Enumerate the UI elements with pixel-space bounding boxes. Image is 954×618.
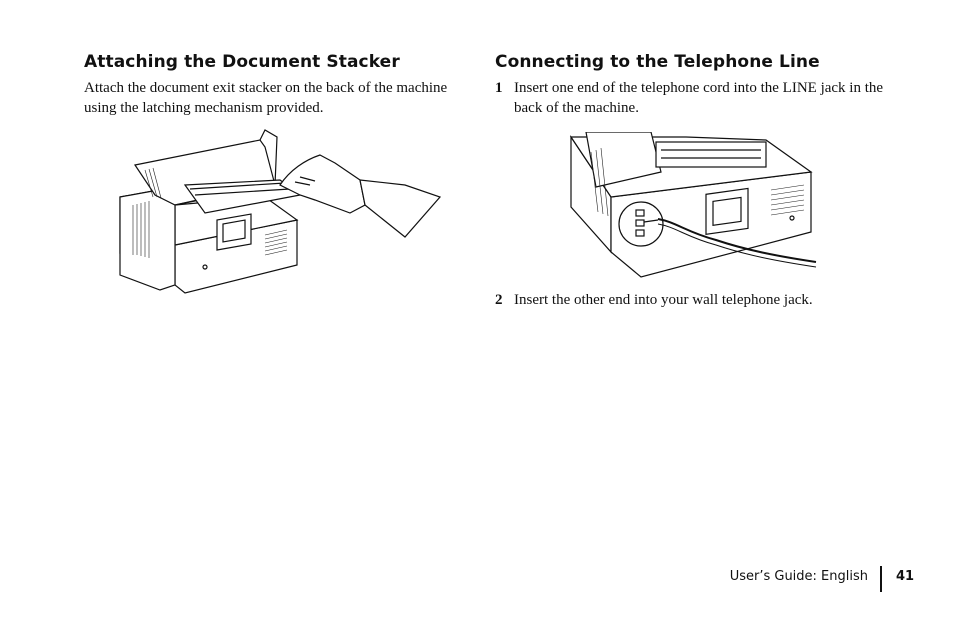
document-stacker-illustration bbox=[119, 129, 442, 294]
page-number: 41 bbox=[896, 569, 915, 584]
right-column: Connecting to the Telephone Line 1 Inser… bbox=[495, 52, 885, 118]
telephone-line-illustration bbox=[569, 132, 817, 278]
line-jack-callout bbox=[618, 201, 664, 247]
document-stacker-instructions: Attach the document exit stacker on the … bbox=[84, 80, 448, 116]
section-heading-telephone-line: Connecting to the Telephone Line bbox=[495, 52, 820, 72]
left-column: Attaching the Document Stacker Attach th… bbox=[84, 52, 474, 118]
section-heading-document-stacker: Attaching the Document Stacker bbox=[84, 52, 400, 72]
step-2-text: Insert the other end into your wall tele… bbox=[514, 292, 813, 308]
telephone-cord bbox=[657, 218, 817, 263]
step-1-number: 1 bbox=[495, 80, 503, 96]
side-vents bbox=[590, 147, 609, 217]
step-2: 2 Insert the other end into your wall te… bbox=[495, 290, 895, 310]
hand-illustration bbox=[279, 154, 442, 238]
step-1: 1 Insert one end of the telephone cord i… bbox=[495, 78, 885, 118]
footer-guide-label: User’s Guide: English bbox=[729, 569, 868, 584]
side-vents bbox=[132, 201, 150, 258]
lid-vents bbox=[144, 167, 162, 199]
rear-vents bbox=[770, 184, 805, 216]
rear-vents bbox=[264, 229, 288, 256]
step-1-text: Insert one end of the telephone cord int… bbox=[514, 80, 884, 116]
step-2-number: 2 bbox=[495, 292, 503, 308]
footer-divider bbox=[880, 566, 882, 592]
